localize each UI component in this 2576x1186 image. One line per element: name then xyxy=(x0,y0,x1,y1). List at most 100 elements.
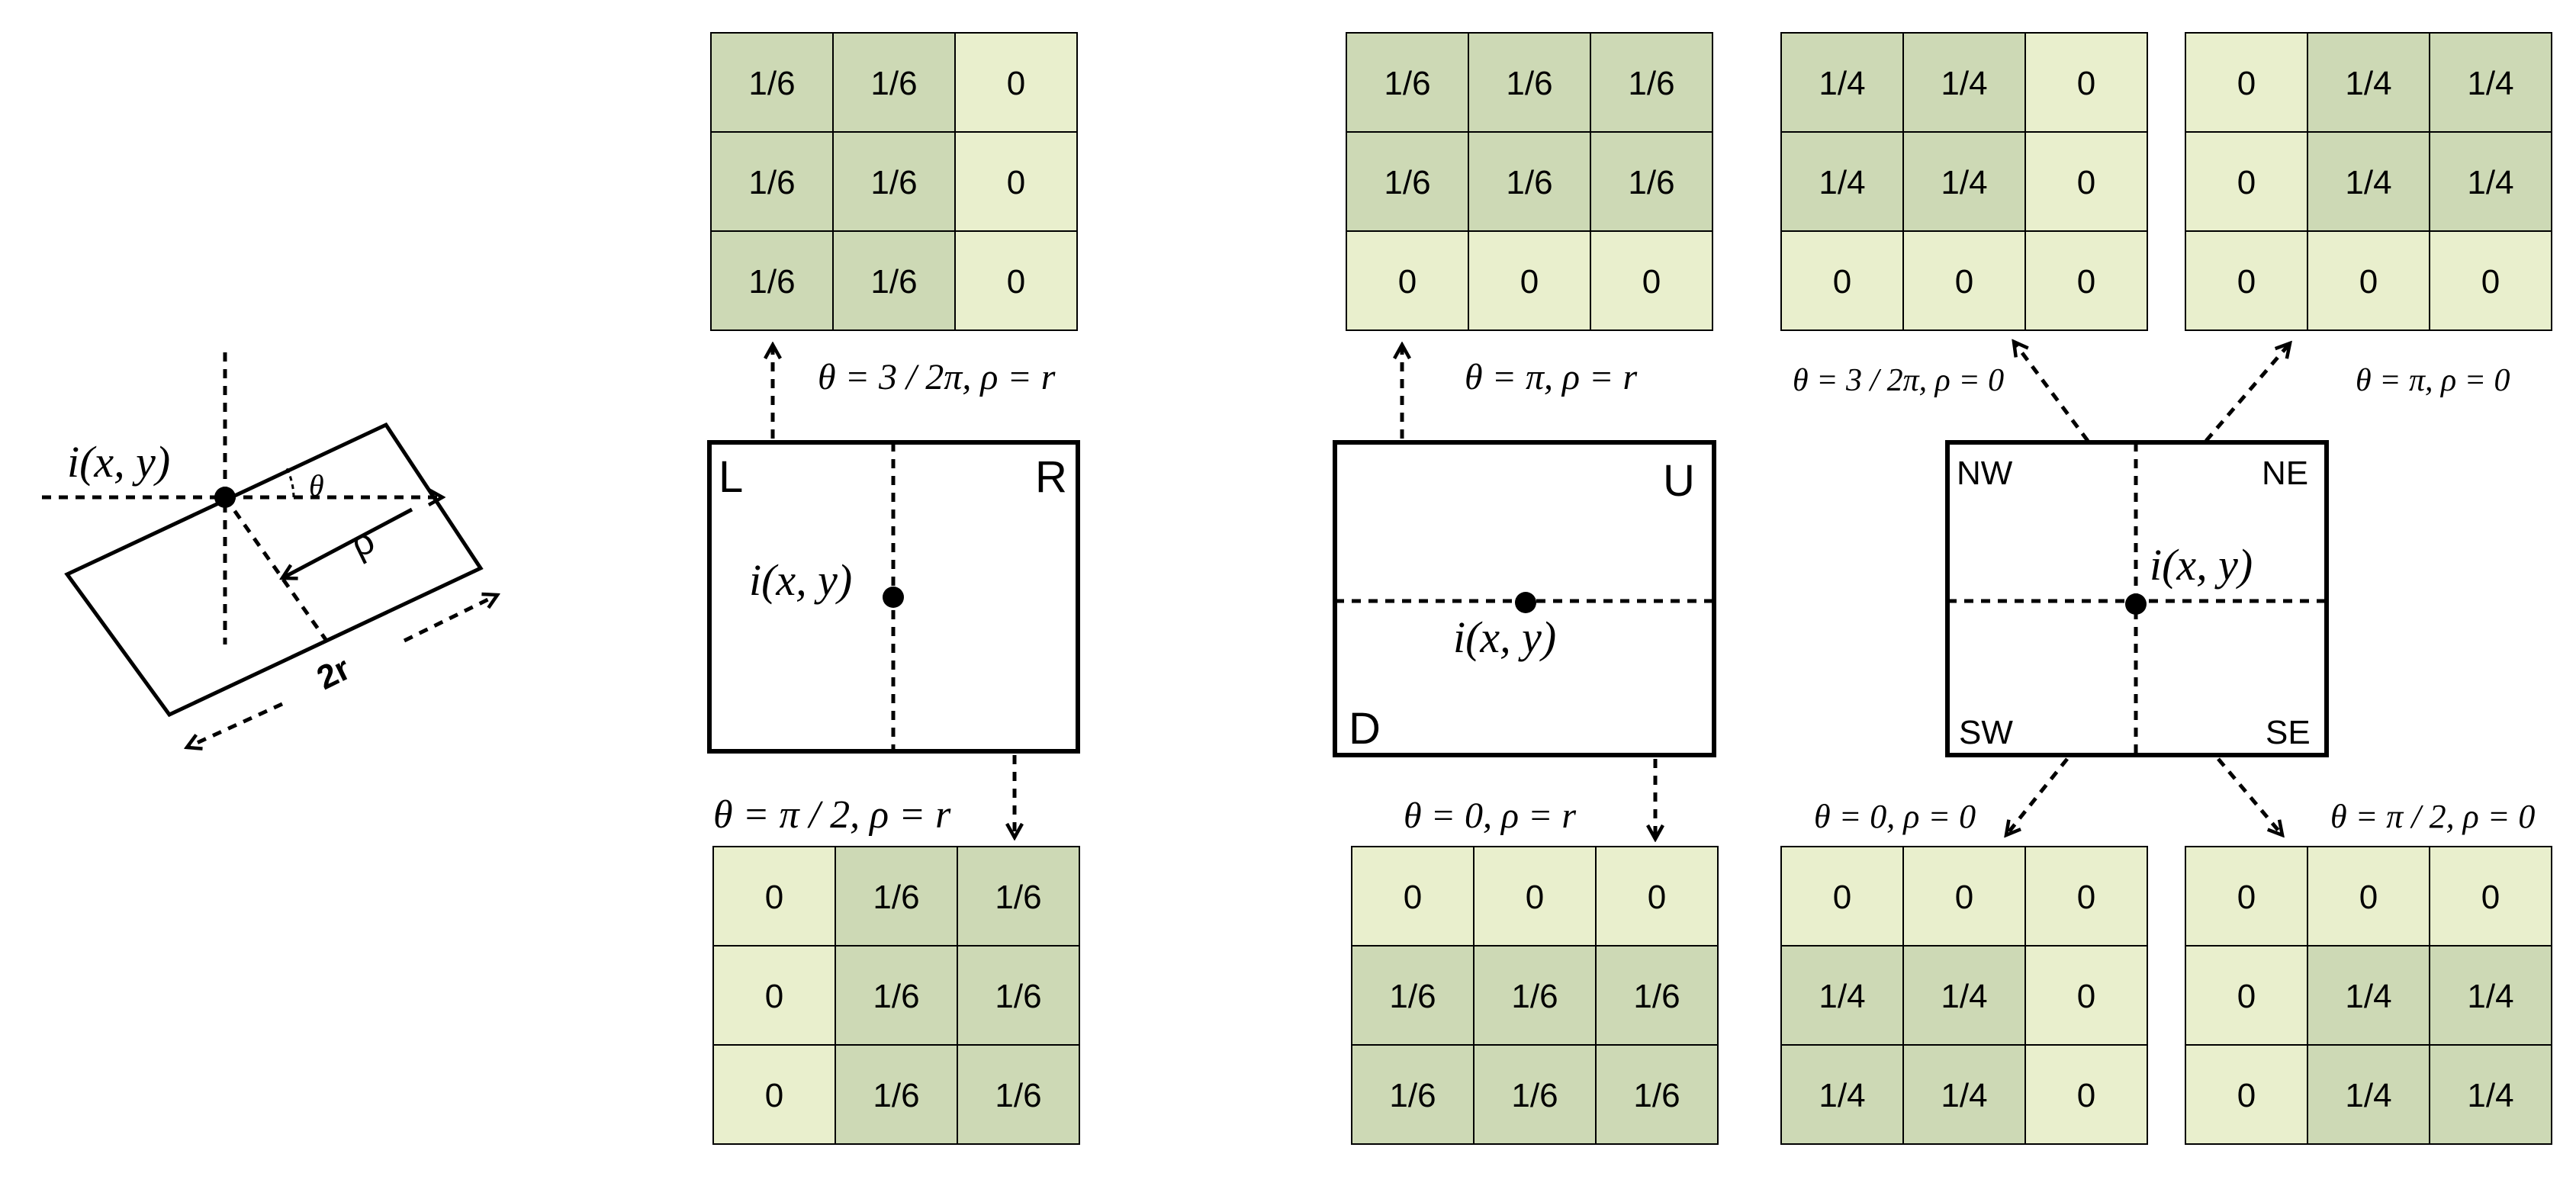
kernel-cell-value: 0 xyxy=(1404,879,1422,916)
kernel-cell-value: 1/4 xyxy=(1941,978,1987,1015)
kernel-cell-value: 0 xyxy=(2237,263,2256,301)
kernel-cell-value: 0 xyxy=(2077,164,2095,201)
kernel-cell xyxy=(1902,230,2026,331)
kernel-cell-value: 0 xyxy=(1955,879,1973,916)
kernel-cell-value: 1/6 xyxy=(1506,65,1552,102)
width-arrow-left xyxy=(187,702,284,747)
kernel-cell xyxy=(1595,945,1719,1046)
lr-bottom-caption: θ = π / 2, ρ = r xyxy=(713,793,951,837)
kernel-cell-value: 0 xyxy=(2237,164,2256,201)
kernel-cell xyxy=(2429,230,2552,331)
ud-bottom-caption: θ = 0, ρ = r xyxy=(1404,795,1576,836)
kernel-cell xyxy=(2429,32,2552,133)
kernel-cell xyxy=(1780,1044,1904,1145)
kernel-cell-value: 1/4 xyxy=(1819,65,1865,102)
kernel-cell xyxy=(2185,945,2308,1046)
kernel-cell xyxy=(712,846,836,947)
kernel-cell-value: 0 xyxy=(2237,1077,2256,1114)
ud-down-label: D xyxy=(1349,704,1381,754)
kernel-cell xyxy=(2024,131,2148,232)
kernel-cell-value: 1/4 xyxy=(1941,65,1987,102)
kernel-cell-value: 1/6 xyxy=(748,65,795,102)
kernel-cell-value: 0 xyxy=(2237,978,2256,1015)
kernel-cell xyxy=(1780,945,1904,1046)
kernel-cell-value: 1/4 xyxy=(2345,978,2391,1015)
kernel-cell-value: 0 xyxy=(2237,879,2256,916)
kernel-cell-value: 1/6 xyxy=(1633,978,1680,1015)
kernel-cell-value: 0 xyxy=(1833,879,1851,916)
lr-left-label: L xyxy=(719,452,743,502)
kernel-cell-value: 1/4 xyxy=(2345,1077,2391,1114)
kernel-cell xyxy=(710,131,834,232)
left-schematic: i(x, y) θ ρ 2r xyxy=(42,352,497,747)
kernel-grids: 1/6 1/6 0 1/6 1/6 0 1/6 1/6 0 0 1/6 1/6 0 1/6 1/6 0 1/6 1… xyxy=(710,32,2552,1145)
kernel-cell xyxy=(1780,131,1904,232)
kernel-cell xyxy=(835,1044,958,1145)
kernel-cell-value: 1/4 xyxy=(1941,164,1987,201)
kernel-cell xyxy=(2185,230,2308,331)
kernel-cell-value: 0 xyxy=(2077,263,2095,301)
kernel-cell xyxy=(2307,846,2430,947)
kernel-cell xyxy=(957,846,1080,947)
kernel-cell-value: 0 xyxy=(765,1077,783,1114)
kernel-cell-value: 1/6 xyxy=(1628,65,1674,102)
quad-ne-label: NE xyxy=(2262,455,2308,492)
kernel-cell xyxy=(1780,32,1904,133)
kernel-cell-value: 1/6 xyxy=(873,1077,919,1114)
kernel-cell-value: 1/4 xyxy=(2467,164,2513,201)
kernel-cell xyxy=(1473,846,1597,947)
kernel-cell xyxy=(2429,1044,2552,1145)
kernel-cell xyxy=(1468,131,1591,232)
kernel-cell xyxy=(2307,230,2430,331)
quad-nw-label: NW xyxy=(1957,455,2013,492)
ud-box xyxy=(1333,440,1716,757)
kernel-cell xyxy=(1346,131,1469,232)
kernel-cell xyxy=(2185,1044,2308,1145)
quad-nw-arrow xyxy=(2014,342,2090,442)
kernel-cell xyxy=(710,32,834,133)
kernel-cell-value: 0 xyxy=(1648,879,1666,916)
kernel-cell xyxy=(1595,846,1719,947)
kernel-cell-value: 0 xyxy=(1526,879,1544,916)
lr-top-caption: θ = 3 / 2π, ρ = r xyxy=(818,357,1056,397)
kernel-cell xyxy=(1590,131,1713,232)
kernel-cell-value: 0 xyxy=(2077,978,2095,1015)
kernel-cell xyxy=(2185,846,2308,947)
kernel-cell-value: 1/4 xyxy=(2345,65,2391,102)
kernel-cell xyxy=(2024,945,2148,1046)
kernel-cell-value: 0 xyxy=(2359,263,2378,301)
kernel-cell xyxy=(1590,230,1713,331)
kernel-cell-value: 1/6 xyxy=(870,65,917,102)
kernel-cell-value: 1/6 xyxy=(995,879,1041,916)
quad-sw-caption: θ = 0, ρ = 0 xyxy=(1814,798,1976,835)
angle-label: θ xyxy=(309,468,324,503)
quad-point-label: i(x, y) xyxy=(2150,540,2253,590)
kernel-cell xyxy=(1902,945,2026,1046)
kernel-cell-value: 1/6 xyxy=(1389,978,1436,1015)
lr-right-label: R xyxy=(1035,452,1067,502)
kernel-cell-value: 1/6 xyxy=(1511,1077,1558,1114)
kernel-cell xyxy=(1473,945,1597,1046)
kernel-cell xyxy=(957,1044,1080,1145)
center-point xyxy=(214,487,236,508)
kernel-cell xyxy=(954,230,1078,331)
kernel-cell-value: 1/4 xyxy=(1819,164,1865,201)
kernel-cell-value: 1/6 xyxy=(1384,65,1430,102)
kernel-cell xyxy=(1473,1044,1597,1145)
kernel-cell-value: 1/6 xyxy=(995,978,1041,1015)
kernel-cell xyxy=(2185,32,2308,133)
kernel-cell-value: 1/6 xyxy=(995,1077,1041,1114)
kernel-cell xyxy=(1902,131,2026,232)
kernel-cell-value: 0 xyxy=(1007,164,1025,201)
kernel-cell xyxy=(2429,945,2552,1046)
ud-panel: i(x, y) U D θ = π, ρ = r θ = 0, ρ = r xyxy=(1333,345,1716,839)
width-label: 2r xyxy=(311,650,356,697)
kernel-cell-value: 0 xyxy=(2481,879,2500,916)
kernel-cell-value: 1/6 xyxy=(1384,164,1430,201)
